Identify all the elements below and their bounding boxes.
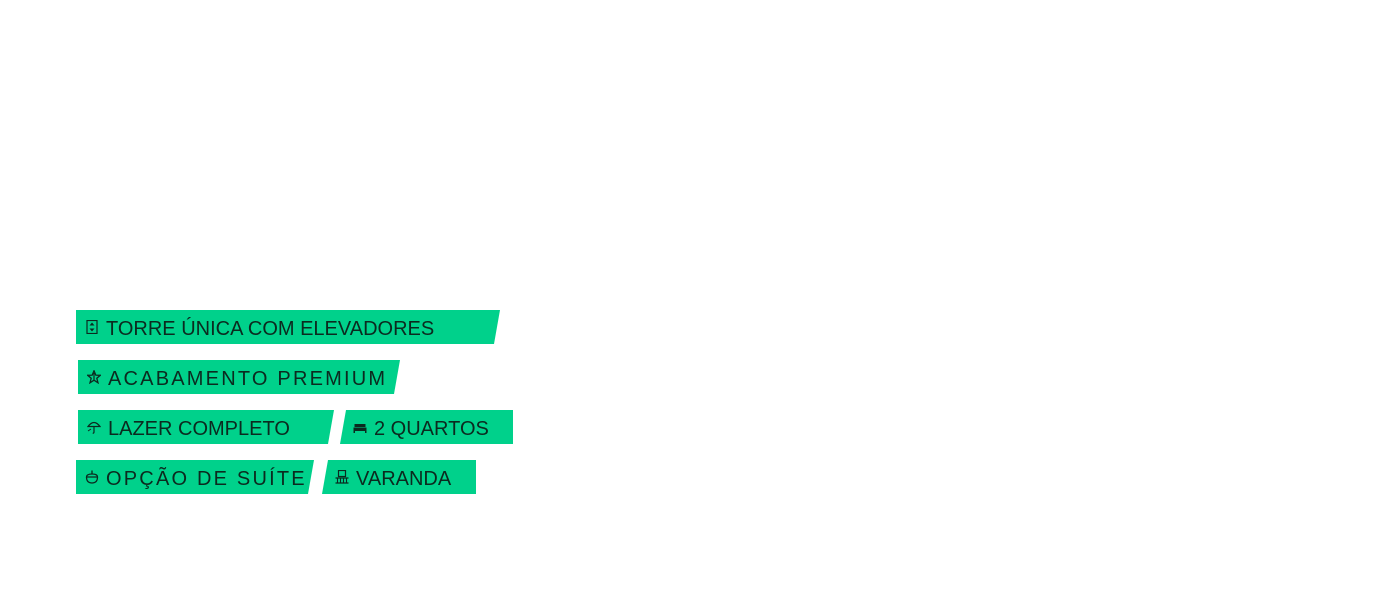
balcony-icon: [334, 468, 350, 486]
umbrella-icon: [86, 418, 102, 436]
feature-label: LAZER COMPLETO: [108, 418, 290, 440]
elevator-icon: [84, 318, 100, 336]
feature-tag-torre-unica: TORRE ÚNICA COM ELEVADORES: [76, 310, 500, 344]
feature-label: OPÇÃO DE SUÍTE: [106, 468, 307, 490]
star-icon: [86, 368, 102, 386]
bed-icon: [352, 418, 368, 436]
feature-tag-suite: OPÇÃO DE SUÍTE: [76, 460, 314, 494]
feature-tag-lazer: LAZER COMPLETO: [78, 410, 334, 444]
feature-tag-varanda: VARANDA: [322, 460, 476, 494]
feature-label: TORRE ÚNICA COM ELEVADORES: [106, 318, 435, 340]
feature-label: ACABAMENTO PREMIUM: [108, 368, 388, 390]
feature-tag-quartos: 2 QUARTOS: [340, 410, 513, 444]
shower-icon: [84, 468, 100, 486]
feature-label: VARANDA: [356, 468, 452, 490]
feature-tag-acabamento: ACABAMENTO PREMIUM: [78, 360, 400, 394]
feature-label: 2 QUARTOS: [374, 418, 489, 440]
